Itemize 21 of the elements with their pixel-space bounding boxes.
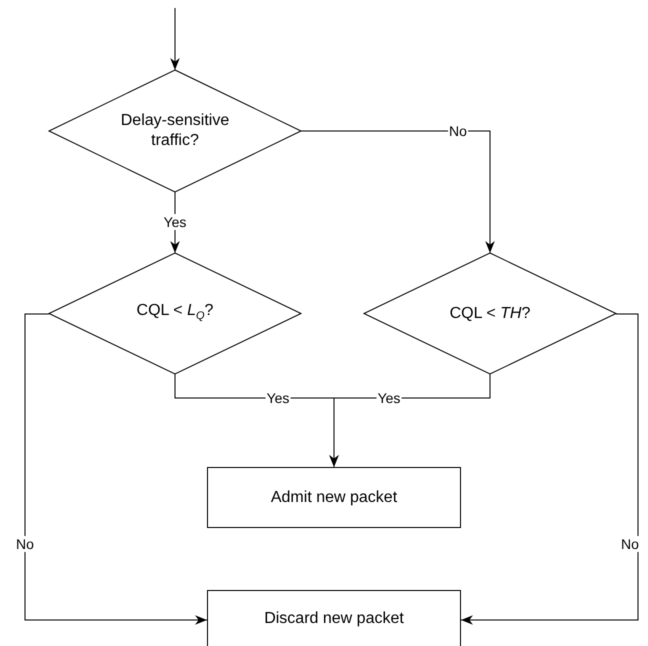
edge-label: Yes — [162, 214, 188, 230]
decision-text: CQL < TH? — [450, 304, 530, 324]
edge-label: No — [620, 536, 640, 552]
decision-text: CQL < L$_{Q}$? — [136, 300, 214, 324]
arrow — [24, 314, 208, 625]
edge-label: No — [448, 123, 468, 139]
edge-label: Yes — [266, 390, 290, 406]
edge-label: Yes — [376, 390, 402, 406]
decision-text: Delay-sensitive traffic? — [120, 111, 230, 151]
edge-label: No — [15, 536, 35, 552]
arrow — [170, 8, 180, 70]
arrow — [300, 130, 495, 254]
arrow — [460, 314, 638, 625]
process-box — [207, 467, 461, 528]
arrow — [329, 374, 490, 468]
process-text: Admit new packet — [270, 488, 398, 508]
decision-diamond — [49, 70, 301, 192]
decision-diamond — [49, 253, 301, 374]
process-text: Discard new packet — [264, 609, 404, 629]
decision-diamond — [364, 253, 616, 374]
process-box — [207, 590, 461, 646]
